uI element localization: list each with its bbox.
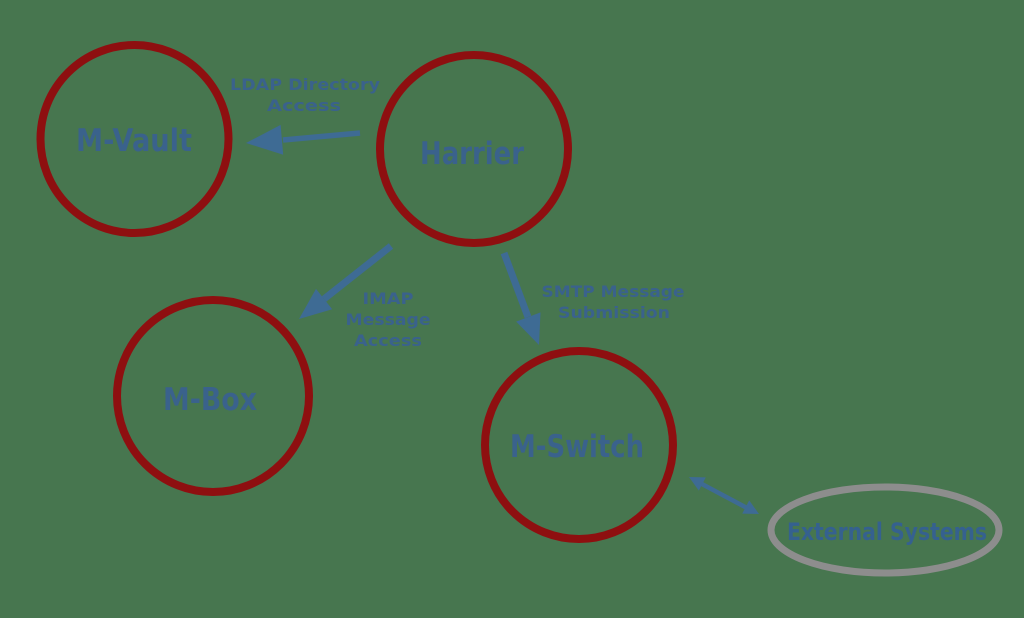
node-label-m-switch: M-Switch: [510, 429, 644, 465]
edge-label-ldap-line1: LDAP Directory: [230, 75, 381, 94]
arrowhead-ldap-icon: [246, 124, 284, 155]
node-circle-m-switch: [481, 347, 677, 543]
node-label-harrier: Harrier: [420, 136, 525, 172]
edge-arrow-smtp-harrier-to-m-switch: [500, 251, 541, 345]
arrowhead-external-right-icon: [742, 500, 759, 514]
edge-label-imap-line2: Message: [346, 310, 431, 329]
edge-line-ldap: [282, 130, 361, 143]
edge-line-imap: [321, 243, 394, 302]
edge-line-smtp: [500, 251, 532, 319]
node-label-m-box: M-Box: [163, 382, 257, 418]
node-label-m-vault: M-Vault: [76, 123, 192, 159]
arrowhead-imap-icon: [299, 288, 333, 319]
node-label-external-systems: External Systems: [787, 518, 987, 546]
edge-label-smtp-line1: SMTP Message: [542, 282, 685, 301]
edge-arrow-ldap-harrier-to-m-vault: [246, 124, 361, 155]
edge-line-external: [698, 481, 749, 510]
edge-arrow-two-way-m-switch-external-systems: [689, 477, 759, 514]
arrowhead-external-left-icon: [689, 477, 706, 491]
edge-label-imap-line1: IMAP: [363, 289, 414, 308]
node-circle-harrier: [376, 51, 572, 247]
node-circle-m-vault: [36, 41, 233, 237]
edge-label-imap-line3: Access: [354, 331, 422, 350]
arrowhead-smtp-icon: [516, 312, 541, 345]
edge-arrow-imap-harrier-to-m-box: [299, 243, 394, 319]
node-circle-m-box: [113, 296, 313, 496]
edge-label-smtp-line2: Submission: [558, 303, 670, 322]
edge-label-ldap-line2: Access: [267, 96, 341, 115]
node-ellipse-external-systems: [767, 483, 1003, 577]
